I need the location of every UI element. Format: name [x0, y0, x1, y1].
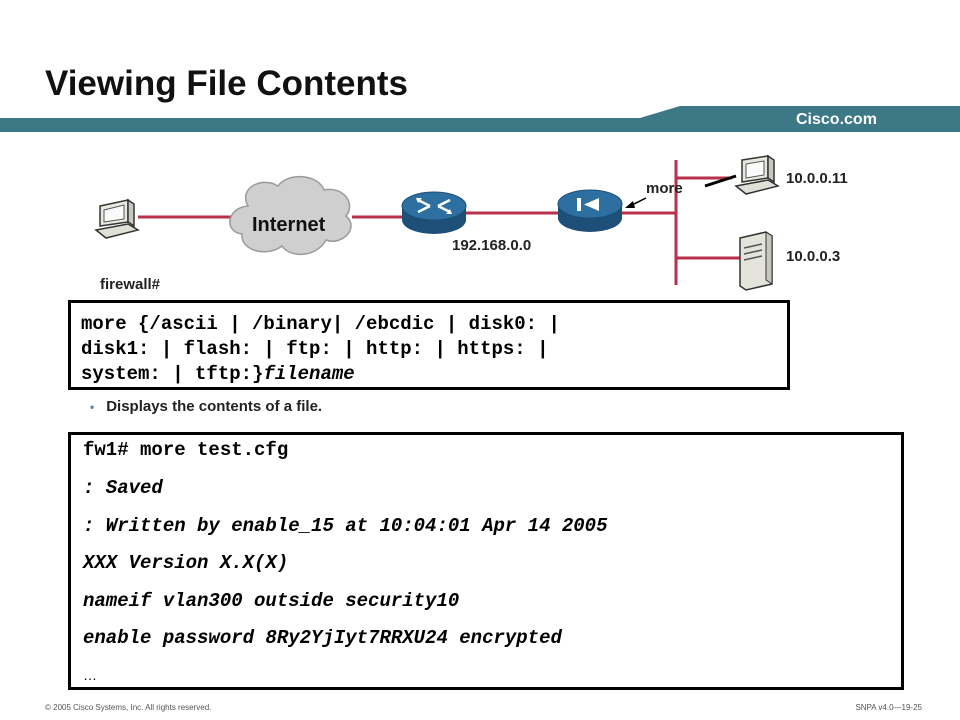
internet-cloud-icon	[229, 175, 352, 255]
syntax-argument: filename	[263, 363, 355, 385]
more-marker	[704, 174, 737, 188]
host-pc-icon	[734, 154, 780, 195]
network-diagram: Internet	[94, 154, 780, 291]
output-box: fw1# more test.cfg : Saved : Written by …	[68, 432, 904, 690]
copyright-footer: © 2005 Cisco Systems, Inc. All rights re…	[45, 703, 212, 712]
syntax-line-2: disk1: | flash: | ftp: | http: | https: …	[81, 338, 549, 360]
more-arrow-icon	[625, 197, 647, 208]
pc-icon	[94, 198, 140, 239]
host-bottom-label: 10.0.0.3	[786, 248, 841, 265]
output-line: : Saved	[83, 477, 163, 499]
router-icon	[401, 191, 467, 234]
output-line: : Written by enable_15 at 10:04:01 Apr 1…	[83, 515, 608, 537]
server-icon	[739, 231, 773, 291]
bullet-dot-icon: •	[90, 400, 95, 414]
output-line-prompt: fw1# more test.cfg	[83, 439, 289, 461]
output-line: XXX Version X.X(X)	[83, 552, 289, 574]
bullet-item: • Displays the contents of a file.	[90, 398, 322, 415]
bullet-text: Displays the contents of a file.	[106, 398, 323, 415]
firewall-icon	[557, 189, 623, 232]
syntax-line-1: more {/ascii | /binary| /ebcdic | disk0:…	[81, 313, 560, 335]
brand-logo-text: Cisco.com	[796, 111, 877, 128]
page-title: Viewing File Contents	[45, 64, 409, 103]
prompt-label: firewall#	[100, 276, 161, 293]
output-line: nameif vlan300 outside security10	[83, 590, 460, 612]
title-banner	[0, 106, 960, 132]
output-line: enable password 8Ry2YjIyt7RRXU24 encrypt…	[83, 627, 562, 649]
internet-label: Internet	[252, 214, 326, 236]
more-label: more	[646, 180, 683, 197]
syntax-line-3: system: | tftp:}	[81, 363, 264, 385]
network-label: 192.168.0.0	[452, 237, 532, 254]
command-syntax-box: more {/ascii | /binary| /ebcdic | disk0:…	[68, 300, 790, 390]
host-top-label: 10.0.0.11	[786, 170, 848, 187]
slide-number-footer: SNPA v4.0—19-25	[855, 703, 922, 712]
output-ellipsis: …	[83, 667, 97, 683]
